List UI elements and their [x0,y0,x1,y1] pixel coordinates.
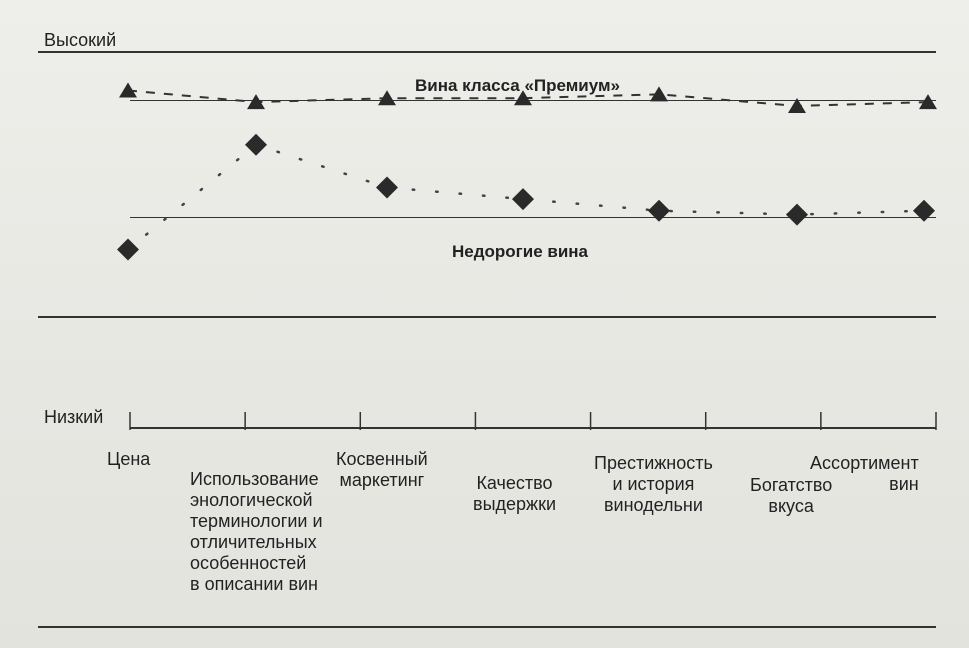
y-high-label: Высокий [44,30,117,50]
budget-diamond-marker [786,203,808,226]
y-low-label: Низкий [44,407,104,427]
category-label-assortment: Ассортимент вин [810,453,919,494]
premium-triangle-marker [514,90,532,106]
category-label-terminology: Использование энологической терминологии… [190,469,323,594]
premium-triangle-marker [919,94,937,110]
category-label-indirect-marketing: Косвенный маркетинг [336,449,428,490]
top-rule [38,51,936,53]
category-label-prestige: Престижность и история винодельни [594,453,713,515]
budget-diamond-marker [117,238,139,261]
premium-triangle-marker [247,94,265,110]
category-label-richness: Богатство вкуса [750,475,833,516]
category-label-price: Цена [107,449,151,469]
premium-triangle-marker [378,90,396,106]
budget-diamond-marker [376,176,398,199]
premium-triangle-marker [119,82,137,98]
bottom-rule [38,626,936,628]
mid-rule [38,316,936,318]
budget-overline [130,217,936,218]
budget-diamond-marker [512,188,534,211]
category-label-aging-quality: Качество выдержки [473,473,556,514]
budget-diamond-marker [245,133,267,156]
budget-diamond-marker [648,199,670,222]
premium-underline [130,100,936,101]
budget-diamond-marker [913,199,935,222]
premium-triangle-marker [788,97,806,113]
series-label-budget: Недорогие вина [452,242,589,261]
premium-triangle-marker [650,86,668,102]
series-label-premium: Вина класса «Премиум» [415,76,621,95]
